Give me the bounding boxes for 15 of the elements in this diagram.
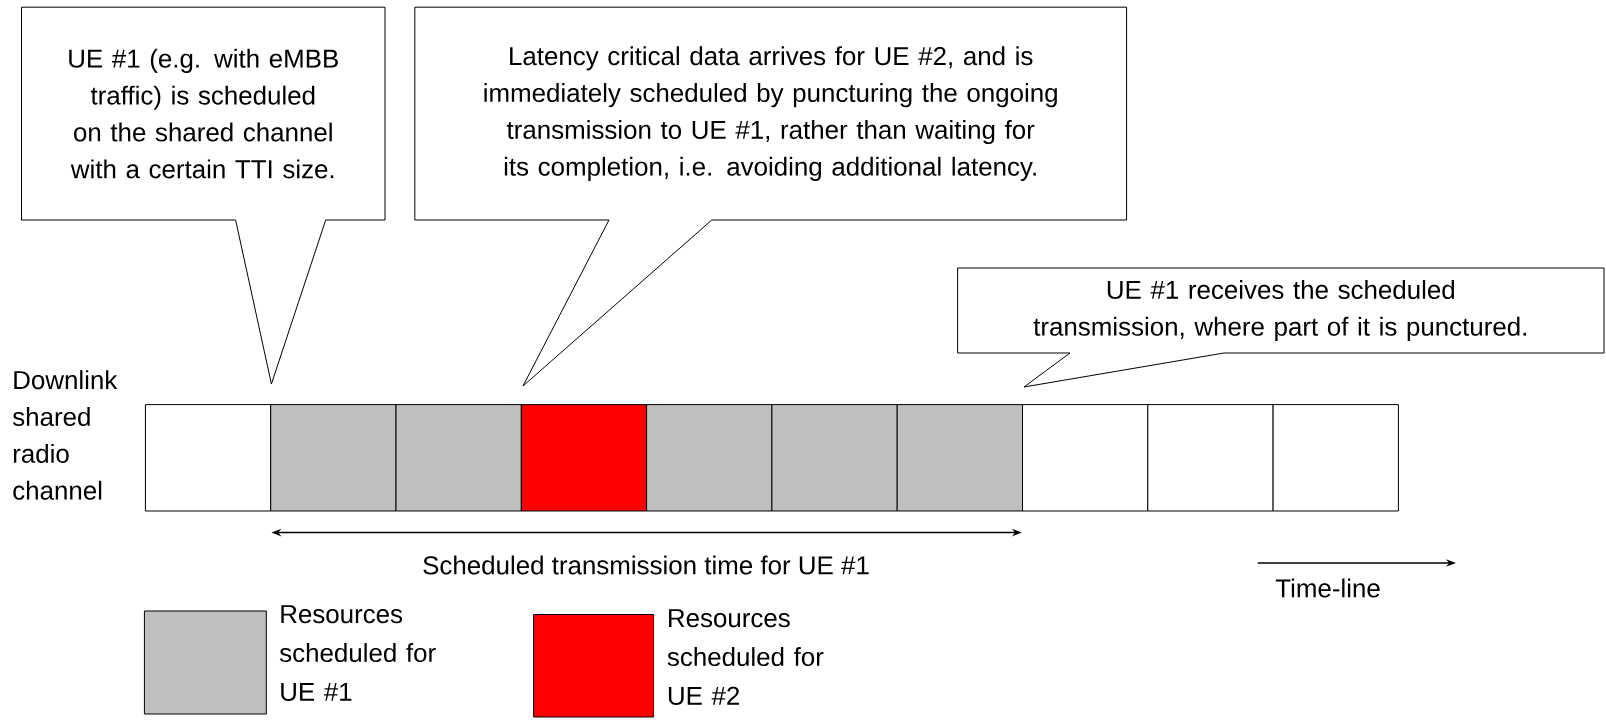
time-slot — [270, 404, 397, 512]
time-slot — [520, 404, 648, 512]
time-slot — [1022, 404, 1149, 512]
legend-label: Resources scheduled for UE #2 — [667, 609, 824, 705]
direction-label: Time-line — [1275, 578, 1380, 598]
time-slot — [1147, 404, 1274, 512]
dimension-label: Scheduled transmission time for UE #1 — [423, 555, 869, 575]
time-slot — [771, 404, 898, 512]
time-slot — [1272, 404, 1399, 512]
callout-box: UE #1 receives the scheduled transmission, where part of it is punctured. — [957, 267, 1605, 388]
time-slot — [896, 404, 1023, 512]
time-slot — [646, 404, 773, 512]
time-slot — [395, 404, 522, 512]
legend-label: Resources scheduled for UE #1 — [279, 605, 436, 701]
time-slot — [144, 404, 272, 512]
